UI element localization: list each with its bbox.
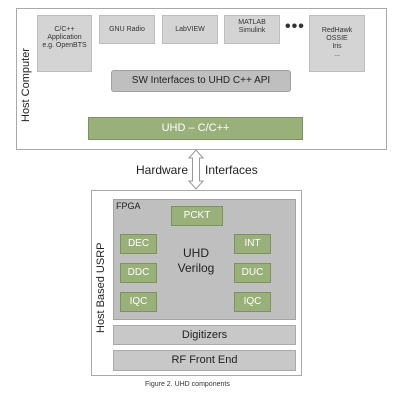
app-box-cpp: C/C++ Application e.g. OpenBTS: [37, 15, 92, 72]
sw-interfaces-bar: SW Interfaces to UHD C++ API: [111, 70, 291, 92]
interfaces-label: Interfaces: [205, 163, 258, 177]
app-line: LabVIEW: [175, 26, 205, 33]
figure-caption: Figure 2. UHD components: [145, 381, 230, 388]
app-box-gnuradio: GNU Radio: [99, 15, 155, 44]
app-box-redhawk: RedHawk OSSIE Iris ...: [309, 15, 365, 72]
pckt-block: PCKT: [171, 206, 223, 226]
app-box-labview: LabVIEW: [162, 15, 218, 44]
app-line: MATLAB: [238, 19, 266, 26]
hardware-label: Hardware: [136, 163, 189, 177]
app-line: OSSIE: [326, 35, 348, 42]
digitizers-bar: Digitizers: [113, 325, 296, 345]
app-line: C/C++: [54, 26, 75, 33]
uhd-cpp-bar: UHD – C/C++: [88, 117, 303, 140]
app-line: RedHawk: [321, 27, 353, 34]
dec-block: DEC: [120, 234, 157, 254]
hardware-arrow: [187, 149, 205, 190]
verilog-line: UHD: [183, 246, 209, 260]
iqc-left-block: IQC: [120, 292, 157, 312]
app-line: Simulink: [238, 27, 266, 34]
app-line: ...: [334, 51, 340, 58]
app-line: GNU Radio: [109, 26, 145, 33]
usrp-label: Host Based USRP: [95, 242, 107, 333]
duc-block: DUC: [234, 263, 271, 283]
ddc-block: DDC: [120, 263, 157, 283]
host-computer-label: Host Computer: [20, 48, 32, 122]
app-line: Iris: [332, 43, 342, 50]
int-block: INT: [234, 234, 271, 254]
rf-front-end-bar: RF Front End: [113, 350, 296, 371]
app-line: e.g. OpenBTS: [42, 42, 87, 49]
iqc-right-block: IQC: [234, 292, 271, 312]
more-apps-ellipsis: •••: [285, 18, 305, 35]
app-line: Application: [47, 34, 82, 41]
uhd-verilog-label: UHD Verilog: [163, 246, 229, 276]
verilog-line: Verilog: [177, 261, 215, 275]
app-box-matlab: MATLAB Simulink: [224, 15, 280, 44]
fpga-label: FPGA: [116, 201, 141, 211]
